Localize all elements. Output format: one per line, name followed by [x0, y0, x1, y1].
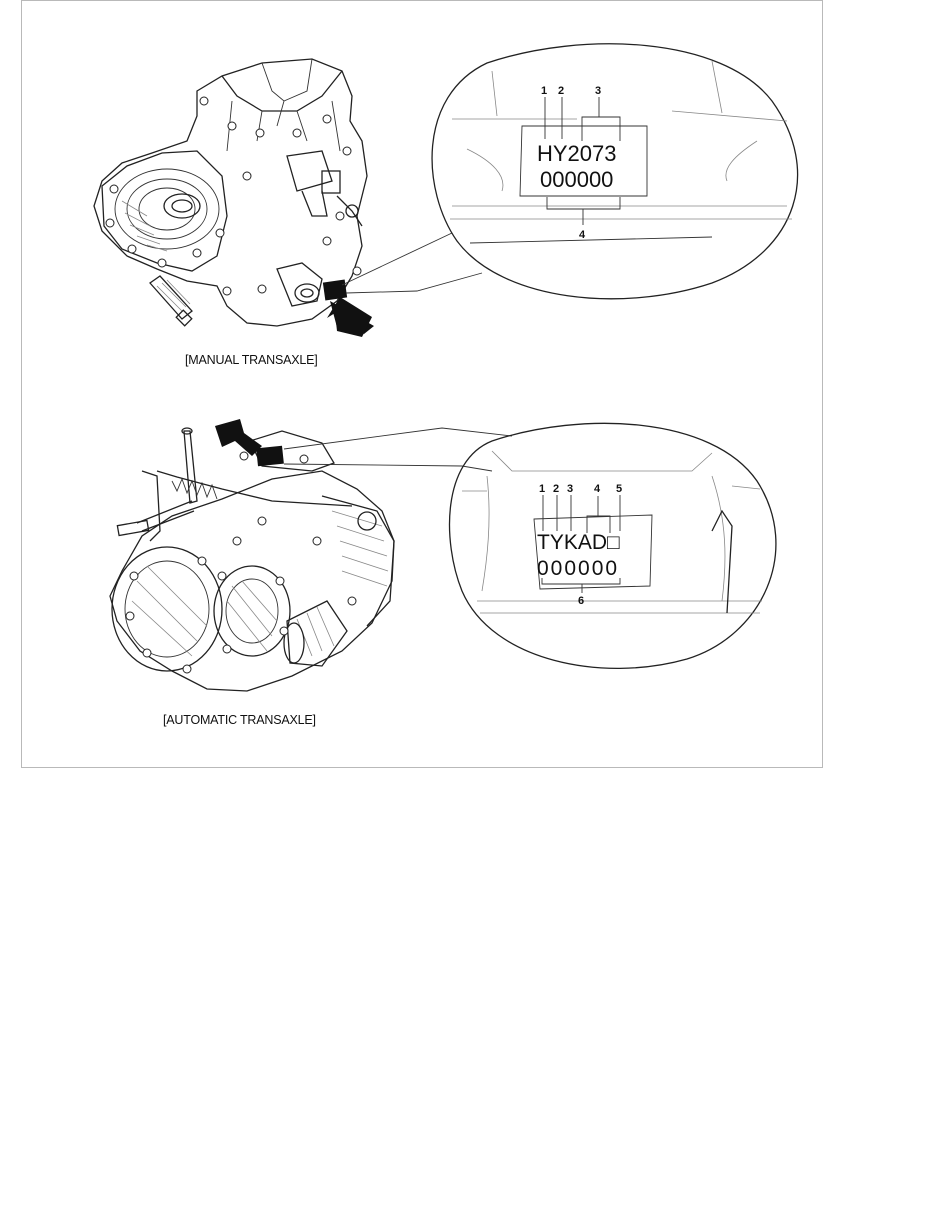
automatic-code-line1: TYKAD□ [537, 531, 620, 554]
manual-callout-1: 1 [541, 85, 547, 97]
automatic-transaxle-caption: [AUTOMATIC TRANSAXLE] [163, 713, 316, 727]
manual-plate-magnifier: HY2073 000000 1 2 3 4 [431, 43, 799, 300]
manual-callout-2: 2 [558, 85, 564, 97]
manual-callout-4: 4 [579, 229, 586, 241]
automatic-callout-6: 6 [578, 595, 584, 607]
manual-code-line1: HY2073 [537, 141, 617, 166]
automatic-callout-1: 1 [539, 483, 545, 495]
manual-code-line2: 000000 [540, 167, 613, 192]
automatic-callout-4: 4 [594, 483, 601, 495]
manual-callout-3: 3 [595, 85, 601, 97]
automatic-plate-magnifier: TYKAD□ 000000 1 2 3 4 5 6 [448, 422, 777, 669]
figure-frame: HY2073 000000 1 2 3 4 [21, 0, 823, 768]
manual-transaxle-caption: [MANUAL TRANSAXLE] [185, 353, 318, 367]
automatic-transaxle-illustration [109, 419, 395, 692]
automatic-code-line2: 000000 [537, 557, 619, 580]
automatic-callout-3: 3 [567, 483, 573, 495]
automatic-callout-2: 2 [553, 483, 559, 495]
automatic-callout-5: 5 [616, 483, 622, 495]
manual-transaxle-illustration [93, 58, 374, 337]
transaxle-identification-diagram: HY2073 000000 1 2 3 4 [93, 43, 799, 692]
